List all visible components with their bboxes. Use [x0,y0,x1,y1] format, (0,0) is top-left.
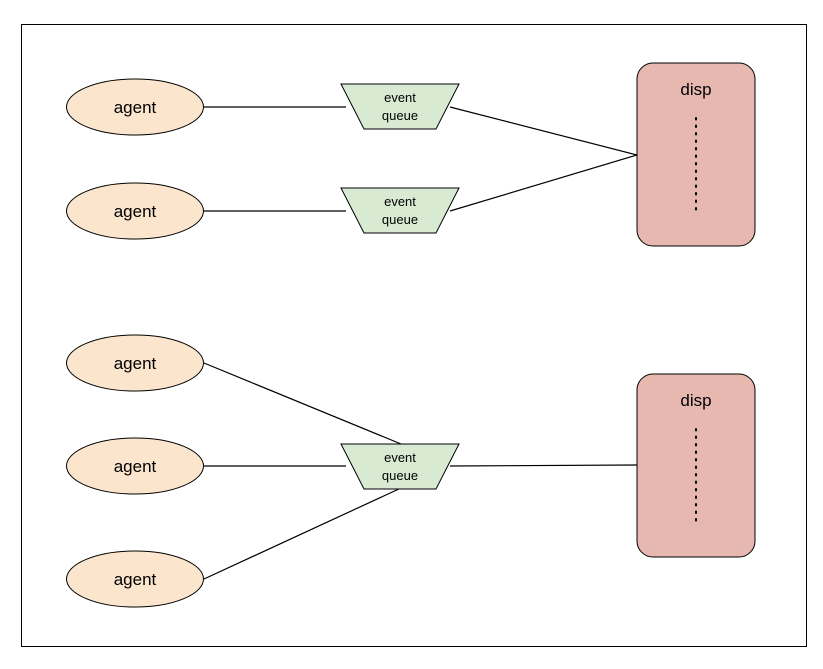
queue-label-line2: queue [382,108,418,123]
bottom-dispatcher: disp [636,373,756,558]
top-event-queue-1: event queue [340,83,460,130]
queue-label-line2: queue [382,212,418,227]
bottom-agent-1: agent [66,334,204,392]
agent-label: agent [114,202,157,221]
queue-trapezoid [340,443,460,490]
agent-ellipse [66,334,204,392]
queue-trapezoid [340,187,460,234]
agent-ellipse [66,182,204,240]
agent-ellipse [66,550,204,608]
agent-ellipse [66,78,204,136]
queue-label-line2: queue [382,468,418,483]
top-event-queue-2: event queue [340,187,460,234]
agent-label: agent [114,354,157,373]
bottom-agent-3: agent [66,550,204,608]
agent-label: agent [114,457,157,476]
agent-label: agent [114,98,157,117]
top-agent-2: agent [66,182,204,240]
bottom-event-queue: event queue [340,443,460,490]
queue-label-line1: event [384,90,416,105]
queue-label-line1: event [384,194,416,209]
connector-top-queue-1-to-disp [449,106,638,156]
top-dispatcher: disp [636,62,756,247]
agent-ellipse [66,437,204,495]
bottom-agent-2: agent [66,437,204,495]
connector-bottom-agent-3-to-queue [203,487,402,580]
connector-bottom-agent-1-to-queue [203,362,402,445]
queue-trapezoid [340,83,460,130]
agent-label: agent [114,570,157,589]
connector-bottom-queue-to-disp [449,464,638,467]
queue-label-line1: event [384,450,416,465]
top-agent-1: agent [66,78,204,136]
dispatcher-label: disp [680,391,711,410]
dispatcher-label: disp [680,80,711,99]
connector-top-queue-2-to-disp [449,154,638,212]
